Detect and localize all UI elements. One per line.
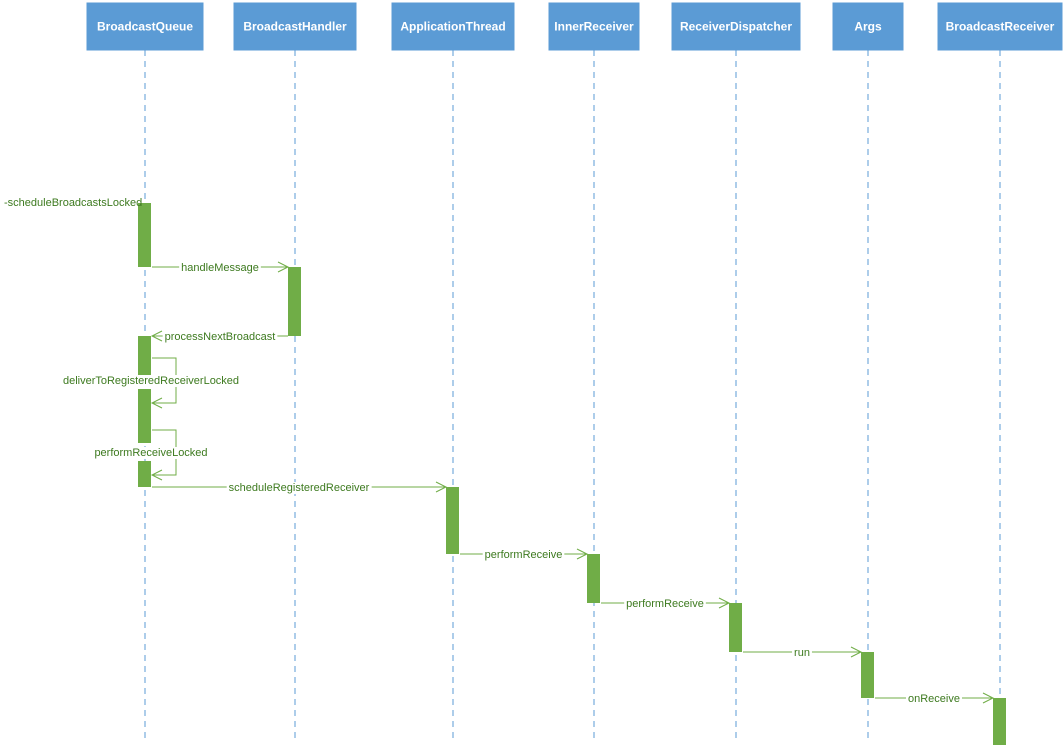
activation-bar — [993, 698, 1006, 745]
participant-box — [671, 2, 801, 51]
message-label: deliverToRegisteredReceiverLocked — [63, 375, 239, 387]
message-m7: performReceive — [460, 548, 589, 561]
participant-rd: ReceiverDispatcher — [671, 2, 801, 51]
participant-br: BroadcastReceiver — [937, 2, 1063, 51]
participant-label: ApplicationThread — [400, 20, 505, 34]
message-m4: deliverToRegisteredReceiverLocked — [60, 357, 242, 409]
participant-args: Args — [832, 2, 904, 51]
lifelines — [144, 50, 1001, 740]
message-m10: onReceive — [875, 692, 995, 705]
arrowhead — [576, 548, 589, 560]
message-label: run — [794, 647, 810, 659]
participant-label: InnerReceiver — [554, 20, 634, 34]
arrowhead — [150, 330, 163, 342]
participants: BroadcastQueue BroadcastHandler Applicatio… — [86, 2, 1063, 51]
arrowhead — [150, 469, 163, 481]
message-label: handleMessage — [181, 262, 259, 274]
label-background — [60, 375, 242, 387]
label-background — [226, 482, 372, 494]
label-background — [162, 331, 278, 343]
message-m6: scheduleRegisteredReceiver — [152, 481, 448, 494]
participant-box — [832, 2, 904, 51]
message-label: performReceive — [485, 549, 563, 561]
label-background — [792, 647, 812, 659]
arrowhead — [435, 481, 448, 493]
message-label: scheduleRegisteredReceiver — [229, 482, 370, 494]
label-background — [92, 447, 210, 459]
activation-bar — [138, 336, 151, 380]
messages: -scheduleBroadcastsLocked handleMessage pr… — [4, 197, 995, 705]
arrowhead — [277, 261, 290, 273]
message-label: processNextBroadcast — [165, 331, 276, 343]
arrowhead — [150, 397, 163, 409]
message-m1: -scheduleBroadcastsLocked — [4, 197, 142, 209]
participant-label: BroadcastReceiver — [946, 20, 1055, 34]
arrowhead — [850, 646, 863, 658]
activation-bar — [729, 603, 742, 652]
participant-box — [86, 2, 204, 51]
activation-bar — [861, 652, 874, 698]
participant-label: BroadcastHandler — [243, 20, 347, 34]
participant-box — [233, 2, 357, 51]
label-background — [482, 549, 565, 561]
participant-label: BroadcastQueue — [97, 20, 193, 34]
label-background — [179, 262, 261, 274]
participant-bh: BroadcastHandler — [233, 2, 357, 51]
participant-at: ApplicationThread — [391, 2, 515, 51]
participant-box — [937, 2, 1063, 51]
message-m5: performReceiveLocked — [92, 429, 210, 481]
message-m2: handleMessage — [152, 261, 290, 274]
activations — [138, 203, 1006, 745]
message-label: -scheduleBroadcastsLocked — [4, 197, 142, 209]
activation-bar — [288, 267, 301, 336]
message-label: onReceive — [908, 693, 960, 705]
participant-ir: InnerReceiver — [548, 2, 640, 51]
label-background — [624, 598, 706, 610]
participant-box — [391, 2, 515, 51]
message-label: performReceive — [626, 598, 704, 610]
activation-bar — [138, 389, 151, 443]
arrowhead — [982, 692, 995, 704]
message-m9: run — [743, 646, 863, 659]
activation-bar — [138, 203, 151, 267]
participant-label: Args — [854, 20, 882, 34]
label-background — [906, 693, 962, 705]
activation-bar — [138, 461, 151, 487]
participant-label: ReceiverDispatcher — [680, 20, 792, 34]
message-label: performReceiveLocked — [94, 447, 207, 459]
arrowhead — [718, 597, 731, 609]
message-m3: processNextBroadcast — [150, 330, 288, 343]
message-m8: performReceive — [601, 597, 731, 610]
activation-bar — [446, 487, 459, 554]
activation-bar — [587, 554, 600, 603]
participant-bq: BroadcastQueue — [86, 2, 204, 51]
participant-box — [548, 2, 640, 51]
